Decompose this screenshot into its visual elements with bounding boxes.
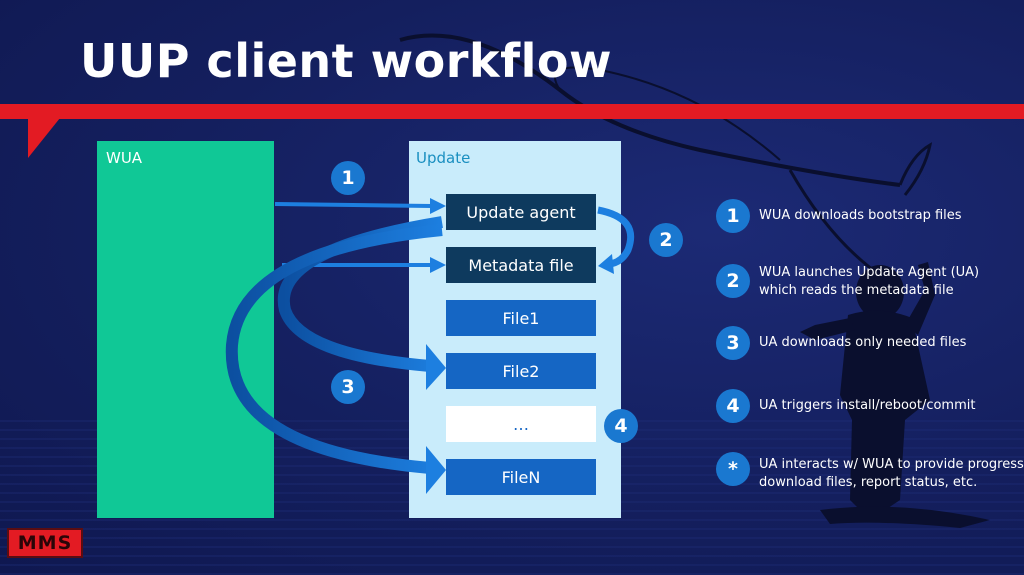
title-underline-band (0, 104, 1024, 119)
legend-star-line-2: download files, report status, etc. (759, 475, 978, 490)
metadata-file-box: Metadata file (446, 247, 596, 283)
arrow-download-filen (225, 224, 446, 494)
update-column-label: Update (416, 149, 471, 167)
flow-badge-2: 2 (649, 223, 683, 257)
band-tab (28, 118, 60, 158)
arrow-wua-to-update-agent (274, 198, 446, 214)
update-agent-box: Update agent (446, 194, 596, 230)
flow-badge-4: 4 (604, 409, 638, 443)
legend-text-1: WUA downloads bootstrap files (759, 207, 962, 225)
file2-box: File2 (446, 353, 596, 389)
arrow-agent-reads-metadata (597, 206, 635, 274)
legend-text-3: UA downloads only needed files (759, 334, 966, 352)
mms-logo: MMS (7, 528, 83, 558)
legend-star-line-1: UA interacts w/ WUA to provide progress, (759, 457, 1024, 472)
legend-2-line-1: WUA launches Update Agent (UA) (759, 265, 980, 280)
page-title: UUP client workflow (80, 34, 612, 88)
legend-text-2: WUA launches Update Agent (UA) which rea… (759, 264, 979, 300)
legend-4-line-1: UA triggers install/reboot/commit (759, 398, 976, 413)
legend-text-4: UA triggers install/reboot/commit (759, 397, 975, 415)
wua-column (97, 141, 274, 518)
legend-badge-star: * (716, 452, 750, 486)
flow-badge-3: 3 (331, 370, 365, 404)
legend-badge-4: 4 (716, 389, 750, 423)
filen-box: FileN (446, 459, 596, 495)
legend-3-line-1: UA downloads only needed files (759, 335, 967, 350)
flow-badge-1: 1 (331, 161, 365, 195)
ellipsis-box: … (446, 406, 596, 442)
file1-box: File1 (446, 300, 596, 336)
legend-text-star: UA interacts w/ WUA to provide progress,… (759, 456, 1024, 492)
legend-2-line-2: which reads the metadata file (759, 283, 954, 298)
legend-badge-1: 1 (716, 199, 750, 233)
wua-column-label: WUA (106, 149, 143, 167)
legend-badge-2: 2 (716, 264, 750, 298)
legend-badge-3: 3 (716, 326, 750, 360)
legend-1-line-1: WUA downloads bootstrap files (759, 208, 962, 223)
